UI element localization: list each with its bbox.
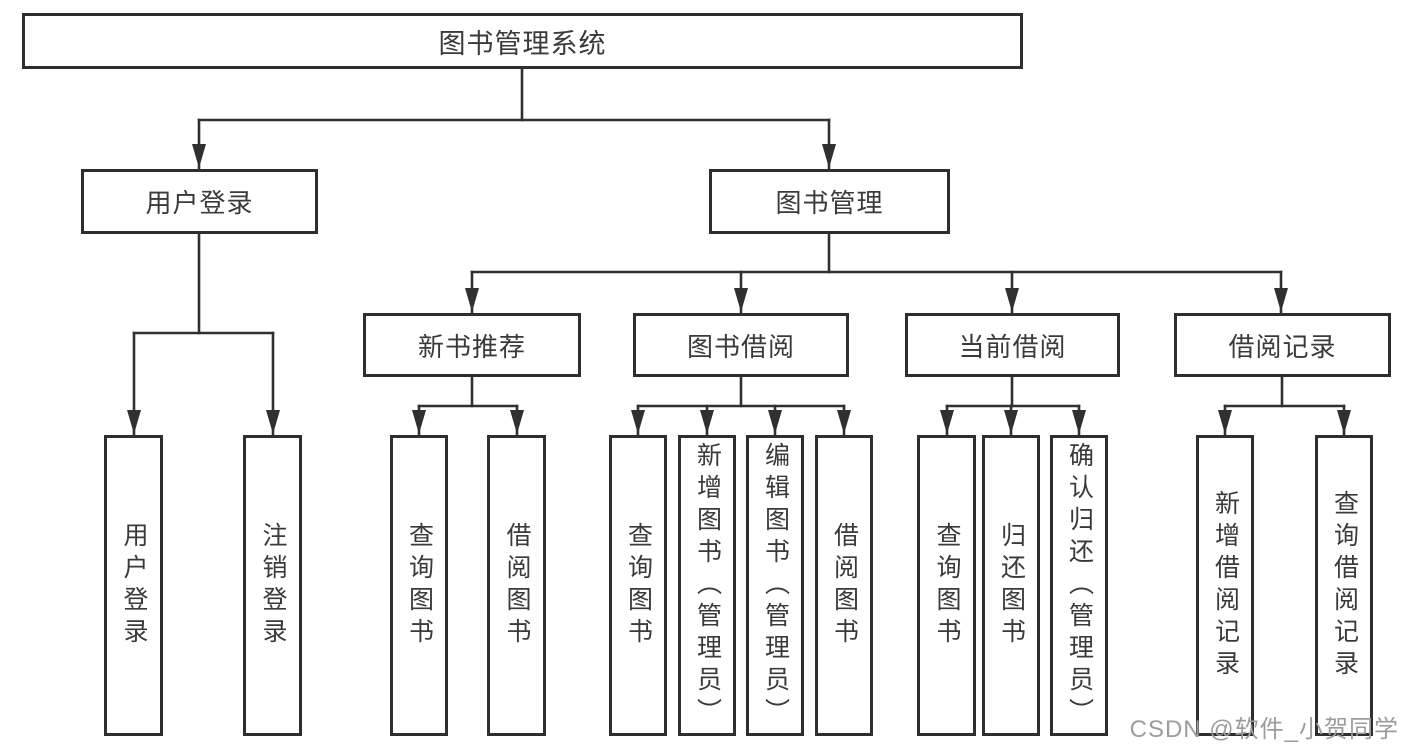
node-label: 借阅图书 xyxy=(503,521,531,650)
node-label: 新增图书（管理员） xyxy=(693,441,722,730)
node-label: 注销登录 xyxy=(259,521,287,650)
leaf-return-book: 归还图书 xyxy=(982,435,1040,736)
node-label: 借阅记录 xyxy=(1228,331,1337,362)
leaf-borrow-book: 借阅图书 xyxy=(815,435,873,736)
leaf-query-book-borrow: 查询图书 xyxy=(609,435,667,736)
leaf-borrow-book-recommend: 借阅图书 xyxy=(487,435,546,736)
leaf-confirm-return-admin: 确认归还（管理员） xyxy=(1050,435,1108,736)
node-label: 用户登录 xyxy=(120,521,148,650)
node-label: 编辑图书（管理员） xyxy=(761,441,790,730)
leaf-edit-book-admin: 编辑图书（管理员） xyxy=(746,435,804,736)
node-label: 图书管理 xyxy=(775,188,884,218)
node-label: 新增借阅记录 xyxy=(1211,489,1240,682)
node-label: 确认归还（管理员） xyxy=(1065,441,1094,730)
csdn-watermark: CSDN @软件_小贺同学 xyxy=(1129,716,1399,743)
node-borrow-records: 借阅记录 xyxy=(1174,313,1391,377)
node-label: 图书管理系统 xyxy=(438,28,607,59)
node-label: 新书推荐 xyxy=(417,331,526,362)
node-current-borrow: 当前借阅 xyxy=(905,313,1120,377)
node-user-login: 用户登录 xyxy=(81,169,318,234)
leaf-logout: 注销登录 xyxy=(243,435,302,736)
leaf-add-book-admin: 新增图书（管理员） xyxy=(678,435,736,736)
node-label: 当前借阅 xyxy=(958,331,1067,362)
node-label: 用户登录 xyxy=(145,188,254,218)
node-label: 查询借阅记录 xyxy=(1330,489,1359,682)
leaf-add-borrow-record: 新增借阅记录 xyxy=(1196,435,1254,736)
node-root: 图书管理系统 xyxy=(22,13,1023,69)
node-label: 查询图书 xyxy=(624,521,653,650)
node-label: 图书借阅 xyxy=(686,331,795,362)
node-label: 归还图书 xyxy=(997,521,1026,650)
node-new-book-recommend: 新书推荐 xyxy=(363,313,581,377)
node-label: 查询图书 xyxy=(405,521,434,650)
leaf-query-book-current: 查询图书 xyxy=(917,435,976,736)
leaf-query-borrow-record: 查询借阅记录 xyxy=(1315,435,1373,736)
node-label: 查询图书 xyxy=(933,521,961,650)
leaf-query-book-recommend: 查询图书 xyxy=(390,435,448,736)
node-book-borrow: 图书借阅 xyxy=(633,313,849,377)
node-book-management: 图书管理 xyxy=(709,169,950,234)
leaf-user-login: 用户登录 xyxy=(104,435,163,736)
node-label: 借阅图书 xyxy=(830,521,859,650)
